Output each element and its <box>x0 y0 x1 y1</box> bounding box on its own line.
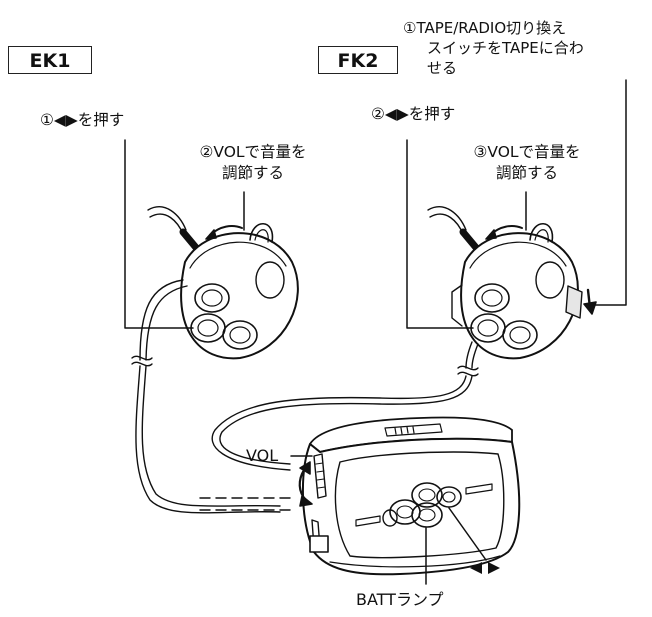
model-label-right: FK2 <box>318 46 398 74</box>
left-play-instruction: ①◀▶を押す <box>40 111 125 129</box>
left-vol-instruction-line2: 調節する <box>221 164 284 182</box>
cable-break-marks <box>131 355 479 377</box>
tape-switch-instruction-line3: せる <box>427 59 458 77</box>
player-button-right <box>436 486 462 508</box>
left-remote-button-bottom <box>222 320 258 350</box>
batt-lamp-label: BATTランプ <box>356 590 444 609</box>
model-label-left: EK1 <box>8 46 92 74</box>
right-play-instruction: ②◀▶を押す <box>371 105 456 123</box>
tape-switch-instruction-line2: スイッチをTAPEに合わ <box>427 39 584 57</box>
leader-lines <box>124 79 627 585</box>
right-remote-control <box>427 206 597 369</box>
left-cable <box>135 365 291 514</box>
left-remote-control <box>139 206 299 361</box>
player-button-play <box>411 502 443 528</box>
player-indicator-left <box>382 509 398 527</box>
player-button-top <box>411 482 443 508</box>
cassette-player <box>298 416 521 576</box>
play-arrows-icon <box>470 562 500 574</box>
right-vol-instruction-line1: ③VOLで音量を <box>473 143 581 161</box>
right-remote-button-bottom <box>502 320 538 350</box>
left-remote-button-top <box>194 283 230 313</box>
left-vol-instruction-line1: ②VOLで音量を <box>199 143 307 161</box>
right-remote-button-top <box>474 283 510 313</box>
player-vol-label: VOL <box>246 446 279 465</box>
right-vol-instruction-line2: 調節する <box>495 164 558 182</box>
right-cable <box>211 375 473 471</box>
tape-switch-instruction-line1: ①TAPE/RADIO切り換え <box>403 19 567 37</box>
